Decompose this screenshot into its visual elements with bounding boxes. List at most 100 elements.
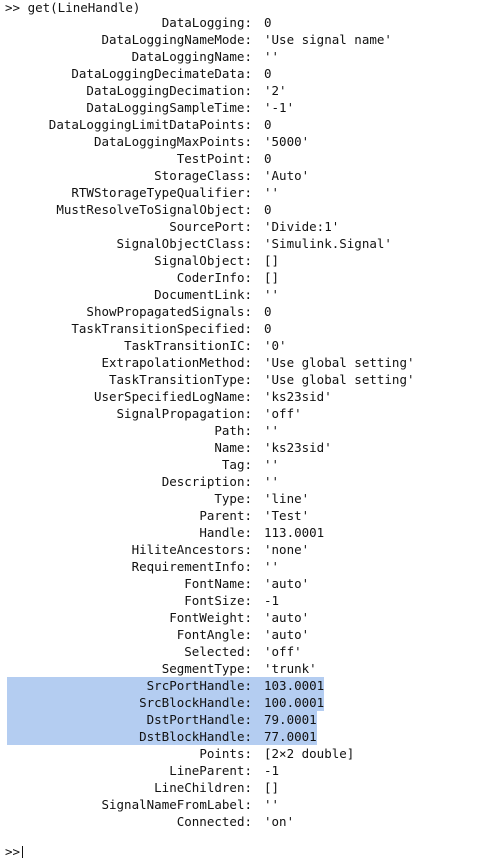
property-name: Type:: [214, 491, 252, 506]
property-row: SegmentType:'trunk': [0, 660, 502, 677]
property-row: ShowPropagatedSignals: 0: [0, 303, 502, 320]
property-value: 0: [264, 66, 272, 81]
property-row: RTWStorageTypeQualifier: '': [0, 184, 502, 201]
property-value: '': [264, 457, 280, 472]
property-row: RequirementInfo: '': [0, 558, 502, 575]
property-name: SegmentType:: [161, 661, 252, 676]
property-name: Parent:: [199, 508, 252, 523]
selection-highlight: [7, 694, 324, 711]
property-value: '': [264, 559, 280, 574]
property-value: 113.0001: [264, 525, 325, 540]
property-value: -1: [264, 763, 280, 778]
property-name: StorageClass:: [154, 168, 252, 183]
property-row: FontAngle: 'auto': [0, 626, 502, 643]
property-value: 'Divide:1': [264, 219, 340, 234]
property-row: SrcPortHandle:103.0001: [0, 677, 502, 694]
property-value: 100.0001: [264, 695, 325, 710]
property-name: Connected:: [176, 814, 252, 829]
property-row: DataLoggingDecimation:'2': [0, 82, 502, 99]
property-name: DataLoggingSampleTime:: [86, 100, 252, 115]
property-name: RequirementInfo:: [131, 559, 252, 574]
command-prompt[interactable]: >>: [5, 845, 24, 859]
property-name: SignalObject:: [154, 253, 252, 268]
property-name: TaskTransitionSpecified:: [71, 321, 252, 336]
property-value: '': [264, 423, 280, 438]
property-row: SourcePort: 'Divide:1': [0, 218, 502, 235]
property-value: 77.0001: [264, 729, 317, 744]
property-row: DataLoggingName:'': [0, 48, 502, 65]
property-name: DataLoggingMaxPoints:: [93, 134, 252, 149]
text-cursor: [22, 846, 24, 858]
property-value: 'on': [264, 814, 295, 829]
property-name: SrcBlockHandle:: [139, 695, 252, 710]
property-name: HiliteAncestors:: [131, 542, 252, 557]
property-value: '': [264, 797, 280, 812]
property-value: 0: [264, 304, 272, 319]
property-row: DataLoggingMaxPoints: '5000': [0, 133, 502, 150]
property-row: DataLogging: 0: [0, 14, 502, 31]
command-line: >> get(LineHandle): [5, 0, 141, 15]
property-row: FontName: 'auto': [0, 575, 502, 592]
property-row: Name: 'ks23sid': [0, 439, 502, 456]
property-name: Handle:: [199, 525, 252, 540]
property-value: '5000': [264, 134, 310, 149]
property-row: SignalObject: []: [0, 252, 502, 269]
property-value: -1: [264, 593, 280, 608]
property-row: SignalPropagation:'off': [0, 405, 502, 422]
property-row: DataLoggingNameMode: 'Use signal name': [0, 31, 502, 48]
property-name: LineChildren:: [154, 780, 252, 795]
property-name: DataLoggingDecimation:: [86, 83, 252, 98]
property-name: DataLoggingNameMode:: [101, 32, 252, 47]
property-value: '': [264, 49, 280, 64]
property-value: '-1': [264, 100, 295, 115]
selection-highlight: [7, 728, 317, 745]
property-name: RTWStorageTypeQualifier:: [71, 185, 252, 200]
property-name: FontWeight:: [169, 610, 252, 625]
property-row: DataLoggingLimitDataPoints:0: [0, 116, 502, 133]
property-name: FontName:: [184, 576, 252, 591]
property-row: DataLoggingSampleTime: '-1': [0, 99, 502, 116]
property-row: UserSpecifiedLogName:'ks23sid': [0, 388, 502, 405]
property-row: Tag:'': [0, 456, 502, 473]
property-name: FontAngle:: [176, 627, 252, 642]
property-value: 'auto': [264, 627, 310, 642]
property-name: ShowPropagatedSignals:: [86, 304, 252, 319]
property-value: 0: [264, 117, 272, 132]
property-name: Path:: [214, 423, 252, 438]
property-value: '': [264, 474, 280, 489]
property-row: Description:'': [0, 473, 502, 490]
property-value: 'auto': [264, 576, 310, 591]
property-value: 'ks23sid': [264, 440, 332, 455]
property-name: DstPortHandle:: [146, 712, 252, 727]
property-name: TaskTransitionIC:: [124, 338, 252, 353]
property-name: SourcePort:: [169, 219, 252, 234]
property-row: Handle: 113.0001: [0, 524, 502, 541]
property-row: SignalNameFromLabel:'': [0, 796, 502, 813]
property-value: 0: [264, 321, 272, 336]
property-row: TestPoint: 0: [0, 150, 502, 167]
property-value: 'Test': [264, 508, 310, 523]
selection-highlight: [7, 677, 324, 694]
property-value: 'Use signal name': [264, 32, 392, 47]
property-row: SignalObjectClass:'Simulink.Signal': [0, 235, 502, 252]
property-value: []: [264, 270, 280, 285]
property-value: []: [264, 253, 280, 268]
property-name: TestPoint:: [176, 151, 252, 166]
property-value: 'Simulink.Signal': [264, 236, 392, 251]
property-value: 'auto': [264, 610, 310, 625]
property-value: '': [264, 185, 280, 200]
property-name: Name:: [214, 440, 252, 455]
property-value: 'ks23sid': [264, 389, 332, 404]
property-row: Path: '': [0, 422, 502, 439]
property-name: SignalPropagation:: [116, 406, 252, 421]
property-name: TaskTransitionType:: [109, 372, 252, 387]
property-name: DataLogging:: [161, 15, 252, 30]
property-value: 0: [264, 151, 272, 166]
property-row: MustResolveToSignalObject:0: [0, 201, 502, 218]
property-name: Points:: [199, 746, 252, 761]
property-value: 0: [264, 15, 272, 30]
property-name: FontSize:: [184, 593, 252, 608]
property-row: Parent: 'Test': [0, 507, 502, 524]
